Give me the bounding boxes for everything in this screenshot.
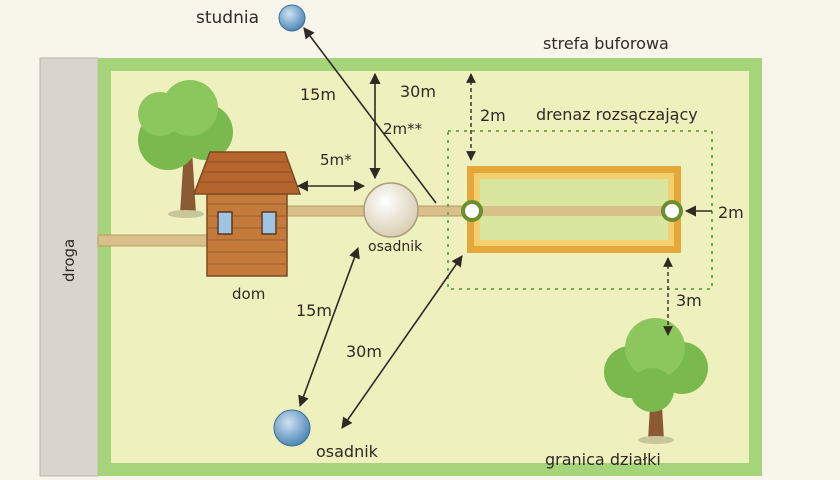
- dist-drainage-to-well-bottom: 30m: [346, 342, 382, 361]
- label-septic-tank: osadnik: [368, 239, 423, 255]
- road-inlet-pipe: [97, 234, 211, 247]
- tree-top-left: [138, 80, 233, 218]
- dist-pipe-clearance: 2m**: [383, 120, 423, 138]
- drainage-buffer-zone: [447, 130, 713, 290]
- label-buffer-zone: strefa buforowa: [543, 34, 669, 53]
- label-well-top: studnia: [196, 8, 259, 28]
- dist-right-buffer: 2m: [718, 203, 744, 222]
- house: [192, 151, 302, 277]
- dim-drainage-to-well-bottom: [341, 255, 463, 429]
- dist-septic-to-well-bottom: 15m: [296, 301, 332, 320]
- road: [39, 57, 99, 477]
- well-bottom: [273, 409, 311, 447]
- septic-tank: [363, 182, 419, 238]
- label-drainage: drenaz rozsączający: [536, 105, 698, 124]
- label-plot-border: granica działki: [545, 450, 661, 469]
- dist-house-to-septic: 5m*: [320, 151, 352, 169]
- well-top: [278, 4, 306, 32]
- dist-drainage-to-tree: 3m: [676, 291, 702, 310]
- road-label: droga: [60, 239, 78, 282]
- dist-top-buffer: 2m: [480, 106, 506, 125]
- label-house: dom: [232, 285, 265, 303]
- label-well-bottom: osadnik: [316, 442, 379, 461]
- dist-well-to-septic: 15m: [300, 85, 336, 104]
- dist-well-to-drainage: 30m: [400, 82, 436, 101]
- drainage-field: [461, 166, 683, 253]
